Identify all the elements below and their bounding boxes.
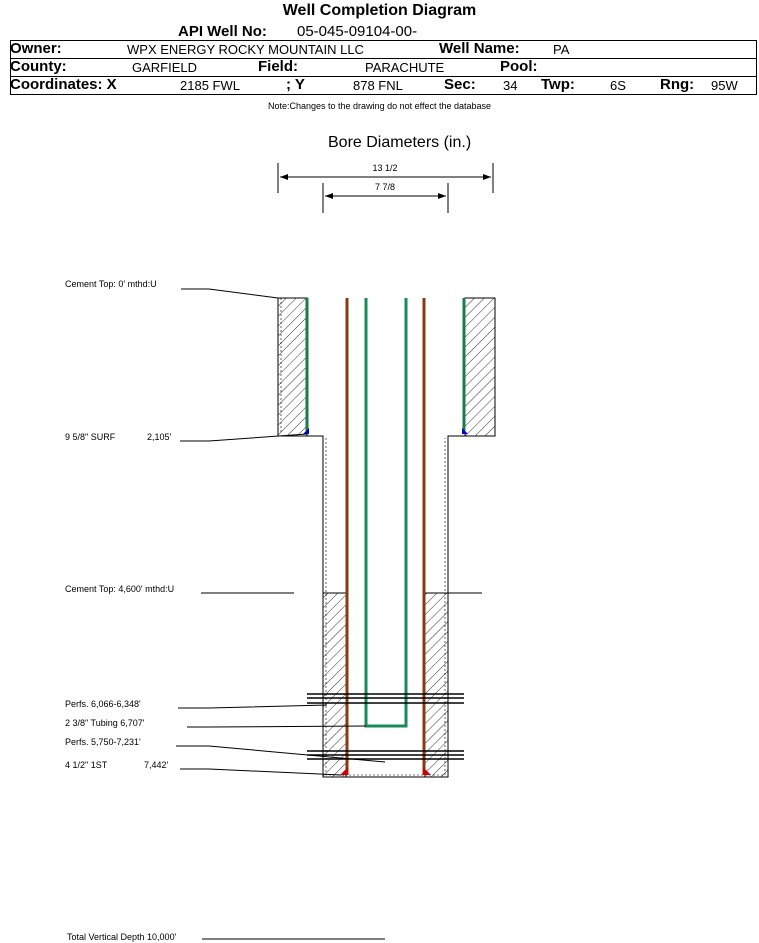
bore-dimensions: 13 1/2 7 7/8 [277, 163, 494, 213]
sec-label: Sec: [444, 76, 476, 93]
divider [10, 94, 757, 95]
county-value: GARFIELD [132, 60, 198, 75]
divider [10, 58, 757, 59]
field-label: Field: [258, 58, 298, 75]
leader-line [176, 745, 386, 763]
coord-y-label: ; Y [286, 76, 305, 93]
well-name-value: PA [553, 42, 570, 57]
diagram-title: Well Completion Diagram [282, 2, 477, 19]
surface-casing-depth: 2,105' [147, 432, 172, 442]
database-note: Note:Changes to the drawing do not effec… [268, 101, 491, 111]
outer-diameter-label: 13 1/2 [372, 163, 397, 173]
county-row: County: GARFIELD Field: PARACHUTE Pool: [10, 58, 757, 76]
field-value: PARACHUTE [365, 60, 445, 75]
perforations-lower [307, 750, 464, 760]
leader-line [178, 704, 328, 709]
surface-casing-label: 9 5/8" SURF [65, 432, 116, 442]
bore-diameters-title: Bore Diameters (in.) [328, 134, 472, 151]
surface-shoe-right [462, 428, 468, 434]
coord-x-value: 2185 FWL [180, 78, 240, 93]
owner-label: Owner: [10, 40, 62, 57]
owner-value: WPX ENERGY ROCKY MOUNTAIN LLC [127, 42, 364, 57]
tubing-string [364, 298, 408, 728]
production-cement-left [322, 592, 347, 778]
pool-label: Pool: [500, 58, 538, 75]
well-name-label: Well Name: [439, 40, 520, 57]
total-depth-label: Total Vertical Depth 10,000' [67, 932, 177, 942]
divider [10, 40, 757, 41]
rng-label: Rng: [660, 76, 695, 93]
leader-line [181, 288, 279, 299]
production-shoe-left [340, 767, 348, 775]
surface-shoe-left [303, 428, 309, 434]
owner-row: Owner: WPX ENERGY ROCKY MOUNTAIN LLC Wel… [10, 40, 757, 58]
perfs-upper-label: Perfs. 6,066-6,348' [65, 699, 141, 709]
sec-value: 34 [503, 78, 518, 93]
surface-cement-right [464, 297, 496, 437]
divider [10, 76, 757, 77]
leader-line [180, 768, 342, 776]
county-label: County: [10, 58, 67, 75]
perfs-lower-label: Perfs. 5,750-7,231' [65, 737, 141, 747]
coord-y-value: 878 FNL [353, 78, 403, 93]
frame-left [10, 40, 11, 95]
production-shoe-right [423, 767, 431, 775]
twp-value: 6S [610, 78, 626, 93]
production-cement-right [424, 592, 449, 778]
coord-x-label: Coordinates: X [10, 76, 117, 93]
cement-top-production-label: Cement Top: 4,600' mthd:U [65, 584, 174, 594]
frame-right [756, 40, 757, 95]
production-casing-depth: 7,442' [144, 760, 169, 770]
tubing-label: 2 3/8" Tubing 6,707' [65, 718, 145, 728]
inner-diameter-label: 7 7/8 [375, 182, 395, 192]
twp-label: Twp: [541, 76, 575, 93]
api-label: API Well No: [178, 23, 267, 40]
api-value: 05-045-09104-00- [297, 23, 418, 40]
surface-cement-left [277, 297, 308, 437]
cement-top-surface-label: Cement Top: 0' mthd:U [65, 279, 157, 289]
coordinates-row: Coordinates: X 2185 FWL ; Y 878 FNL Sec:… [10, 76, 757, 94]
leader-line [187, 725, 367, 728]
production-casing-label: 4 1/2" 1ST [65, 760, 108, 770]
api-row: API Well No: 05-045-09104-00- [10, 24, 757, 40]
perforations-upper [307, 693, 464, 704]
leader-line [180, 433, 308, 442]
rng-value: 95W [711, 78, 738, 93]
